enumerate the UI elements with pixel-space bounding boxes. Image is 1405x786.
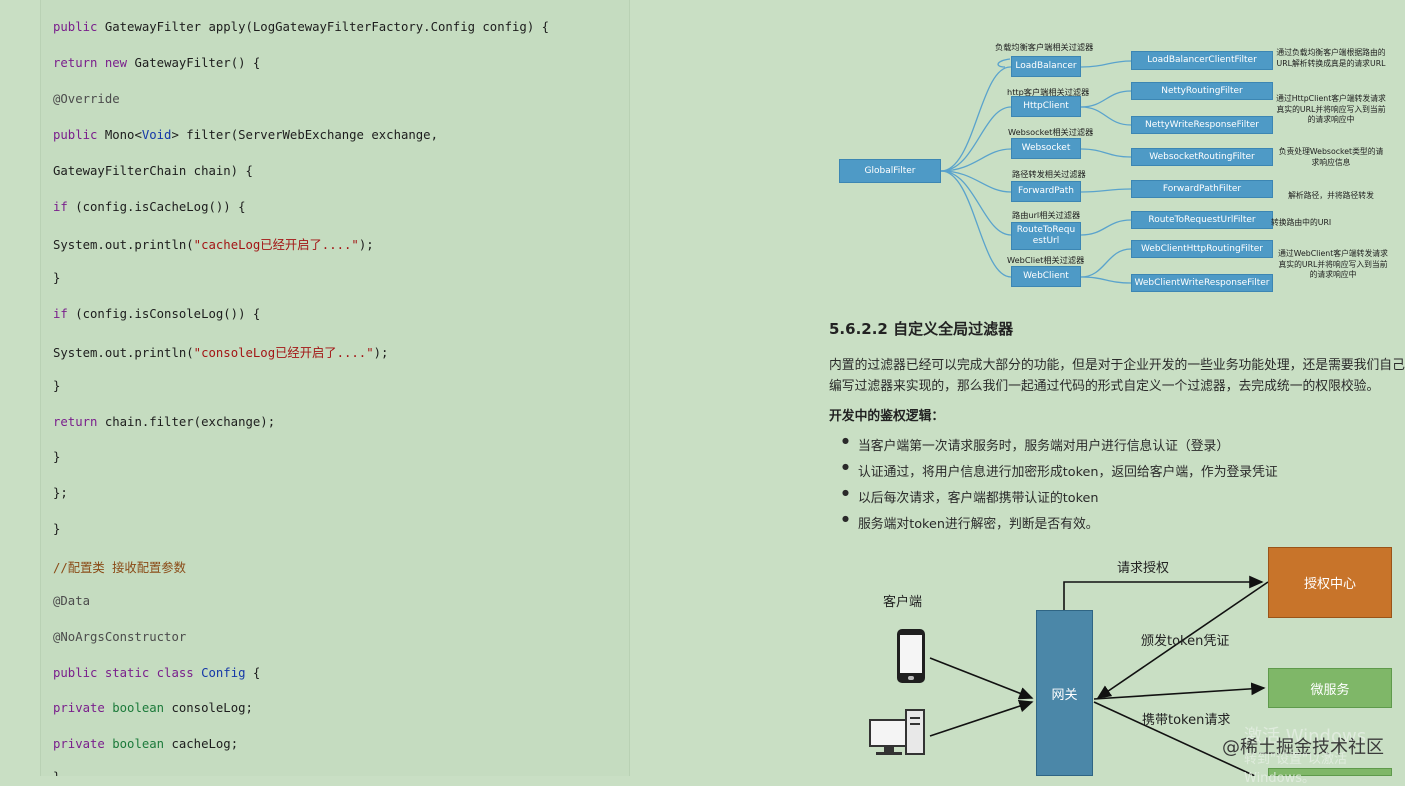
paragraph-line: 编写过滤器来实现的，那么我们一起通过代码的形式自定义一个过滤器，去完成统一的权限… bbox=[829, 379, 1380, 394]
tree-filter: NettyRoutingFilter bbox=[1131, 82, 1273, 100]
paragraph-line: 内置的过滤器已经可以完成大部分的功能，但是对于企业开发的一些业务功能处理，还是需… bbox=[829, 358, 1405, 373]
code-line: System.out.println("consoleLog已经开启了...."… bbox=[53, 346, 389, 360]
code-annotation: @NoArgsConstructor bbox=[53, 630, 187, 644]
tree-filter: WebClientWriteResponseFilter bbox=[1131, 274, 1273, 292]
auth-center-box: 授权中心 bbox=[1268, 547, 1392, 618]
tree-caption: http客户端相关过滤器 bbox=[1007, 87, 1090, 97]
tree-node-websocket: Websocket bbox=[1011, 138, 1081, 159]
issue-token-label: 颁发token凭证 bbox=[1141, 634, 1230, 649]
code-line: } bbox=[53, 379, 61, 393]
code-line: public Mono<Void> filter(ServerWebExchan… bbox=[53, 128, 438, 142]
phone-icon bbox=[897, 629, 925, 683]
client-label: 客户端 bbox=[883, 595, 923, 610]
tree-node-httpclient: HttpClient bbox=[1011, 96, 1081, 117]
code-line: } bbox=[53, 271, 61, 285]
tree-desc: 通过HttpClient客户端转发请求真实的URL并将响应写入到当前的请求响应中 bbox=[1276, 94, 1386, 124]
code-line: if (config.isCacheLog()) { bbox=[53, 200, 246, 214]
tree-filter: WebsocketRoutingFilter bbox=[1131, 148, 1273, 166]
code-text: GatewayFilter apply(LogGatewayFilterFact… bbox=[104, 20, 550, 34]
bullet-item: 以后每次请求，客户端都携带认证的token bbox=[842, 487, 1099, 506]
community-watermark: @稀土掘金技术社区 bbox=[1222, 737, 1384, 758]
code-comment: //配置类 接收配置参数 bbox=[53, 561, 186, 575]
microservice-box: 微服务 bbox=[1268, 668, 1392, 708]
section-title: 5.6.2.2 自定义全局过滤器 bbox=[829, 320, 1014, 338]
tree-desc: 解析路径，并将路径转发 bbox=[1288, 191, 1374, 200]
gateway-label: 网关 bbox=[1051, 687, 1078, 703]
code-line: GatewayFilterChain chain) { bbox=[53, 164, 253, 178]
tree-connectors bbox=[940, 58, 1132, 284]
code-line: }; bbox=[53, 486, 68, 500]
desktop-computer-icon bbox=[869, 709, 925, 755]
bullet-item: 当客户端第一次请求服务时，服务端对用户进行信息认证（登录） bbox=[842, 435, 1229, 454]
bullet-item: 服务端对token进行解密，判断是否有效。 bbox=[842, 513, 1099, 532]
tree-caption: Websocket相关过滤器 bbox=[1008, 127, 1094, 137]
carry-token-label: 携带token请求 bbox=[1142, 713, 1231, 728]
bullet-text: 以后每次请求，客户端都携带认证的token bbox=[858, 491, 1099, 506]
bullet-item: 认证通过，将用户信息进行加密形成token，返回给客户端，作为登录凭证 bbox=[842, 461, 1278, 480]
windows-activation-hint: 转到"设置"以激活 Windows。 bbox=[1244, 752, 1347, 786]
request-auth-label: 请求授权 bbox=[1117, 561, 1170, 576]
tree-node-forwardpath: ForwardPath bbox=[1011, 181, 1081, 202]
code-line: if (config.isConsoleLog()) { bbox=[53, 307, 261, 321]
tree-filter: ForwardPathFilter bbox=[1131, 180, 1273, 198]
code-line: public static class Config { bbox=[53, 666, 261, 680]
tree-root-node: GlobalFilter bbox=[839, 159, 941, 183]
code-block: public GatewayFilter apply(LogGatewayFil… bbox=[40, 0, 630, 776]
tree-node-routetorequesturl: RouteToRequ estUrl bbox=[1011, 222, 1081, 250]
code-line: } bbox=[53, 770, 60, 776]
tree-caption: 负载均衡客户端相关过滤器 bbox=[995, 42, 1094, 52]
tree-filter: RouteToRequestUrlFilter bbox=[1131, 211, 1273, 229]
code-annotation: @Data bbox=[53, 594, 91, 608]
tree-caption: 路径转发相关过滤器 bbox=[1012, 169, 1086, 179]
logic-heading: 开发中的鉴权逻辑： bbox=[829, 409, 945, 424]
code-line: @Override bbox=[53, 92, 120, 106]
code-line: System.out.println("cacheLog已经开启了...."); bbox=[53, 238, 374, 252]
code-line: } bbox=[53, 522, 61, 536]
code-line: public GatewayFilter apply(LogGatewayFil… bbox=[53, 20, 550, 34]
tree-desc: 通过WebClient客户端转发请求真实的URL并将响应写入到当前的请求响应中 bbox=[1278, 249, 1388, 279]
tree-caption: 路由url相关过滤器 bbox=[1012, 210, 1081, 220]
microservice-label: 微服务 bbox=[1310, 682, 1350, 698]
bullet-text: 认证通过，将用户信息进行加密形成token，返回给客户端，作为登录凭证 bbox=[858, 465, 1278, 480]
windows-activation-watermark: 激活 Windows bbox=[1244, 726, 1367, 747]
tree-desc: 通过负载均衡客户端根据路由的URL解析转换成真是的请求URL bbox=[1276, 48, 1386, 68]
auth-center-label: 授权中心 bbox=[1303, 577, 1356, 592]
code-line: private boolean cacheLog; bbox=[53, 737, 239, 751]
tree-filter: WebClientHttpRoutingFilter bbox=[1131, 240, 1273, 258]
tree-filter: NettyWriteResponseFilter bbox=[1131, 116, 1273, 134]
tree-filter: LoadBalancerClientFilter bbox=[1131, 51, 1273, 70]
bullet-text: 当客户端第一次请求服务时，服务端对用户进行信息认证（登录） bbox=[858, 439, 1230, 454]
bullet-text: 服务端对token进行解密，判断是否有效。 bbox=[858, 517, 1099, 532]
tree-caption: WebCliet相关过滤器 bbox=[1007, 255, 1085, 265]
tree-node-webclient: WebClient bbox=[1011, 266, 1081, 287]
tree-desc: 负责处理Websocket类型的请求响应信息 bbox=[1278, 147, 1384, 167]
code-line: } bbox=[53, 450, 61, 464]
auth-flow-arrows bbox=[929, 575, 1269, 776]
tree-node-loadbalancer: LoadBalancer bbox=[1011, 56, 1081, 77]
code-line: return new GatewayFilter() { bbox=[53, 56, 261, 70]
code-line: return chain.filter(exchange); bbox=[53, 415, 276, 429]
gateway-box: 网关 bbox=[1036, 610, 1093, 776]
code-line: private boolean consoleLog; bbox=[53, 701, 253, 715]
tree-desc: 转换路由中的URI bbox=[1271, 218, 1332, 227]
